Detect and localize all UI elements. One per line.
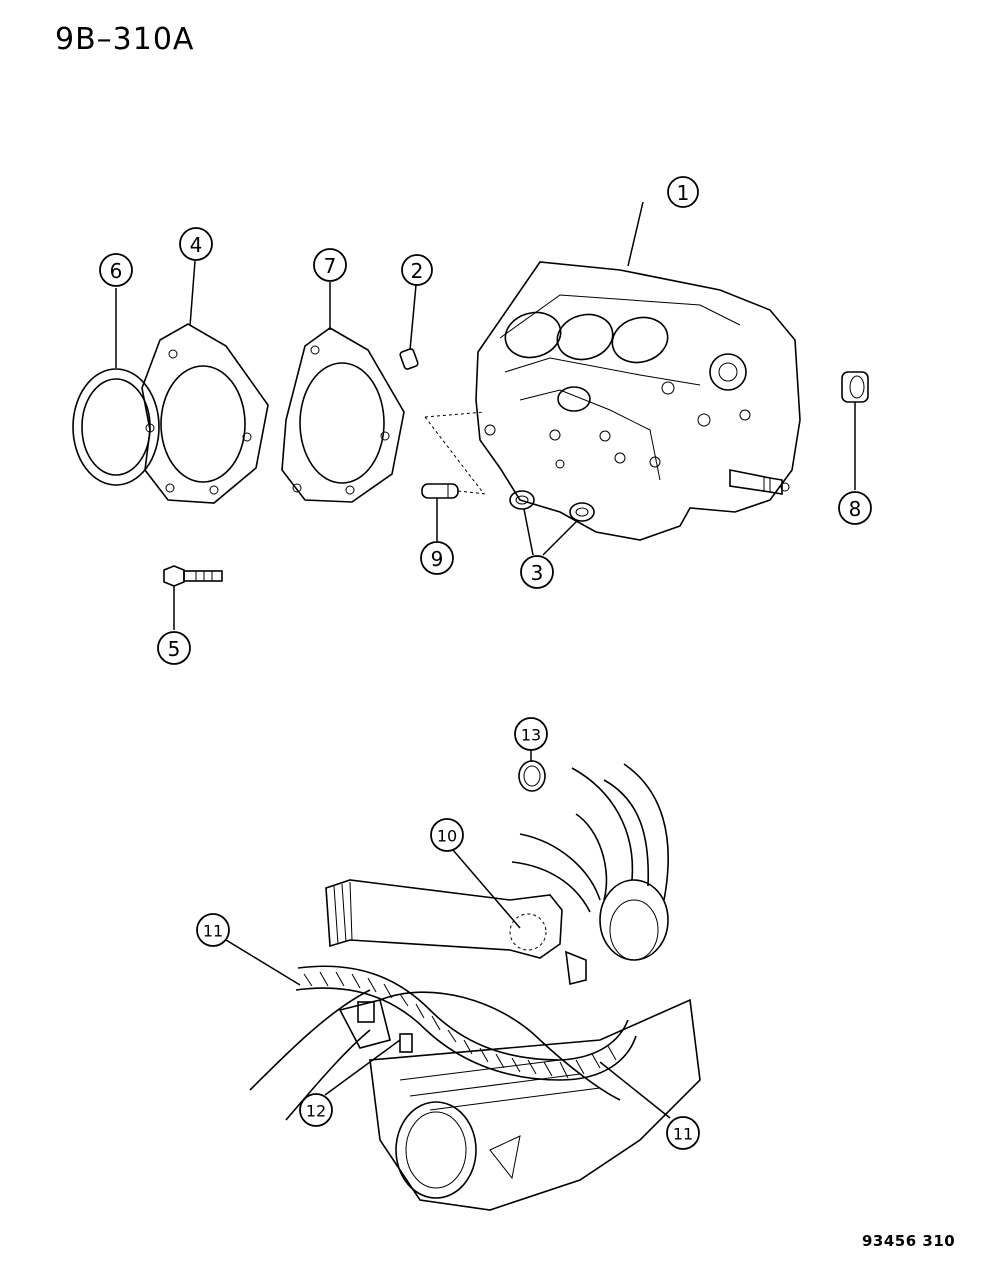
callout-6-label: 6 [110,259,123,283]
bolt [163,565,223,587]
engine-context-lines [249,763,669,1121]
o-ring [518,760,546,792]
callout-11-right: 11 [666,1116,700,1150]
callout-4-label: 4 [190,233,203,257]
core-plugs [509,490,595,522]
callout-5-label: 5 [168,637,181,661]
callout-8-label: 8 [849,497,862,521]
alignment-lines [424,411,487,495]
figure-code: 93456 310 [862,1232,956,1250]
callout-5: 5 [157,631,191,665]
dowel-pin [399,348,419,370]
callout-11-left: 11 [196,913,230,947]
callout-4: 4 [179,227,213,261]
engine-block [475,261,801,541]
callout-11-left-label: 11 [203,922,223,941]
page-code: 9B–310A [55,22,195,57]
callout-6: 6 [99,253,133,287]
callout-7-label: 7 [324,254,337,278]
callout-1-label: 1 [677,181,690,205]
callout-2: 2 [401,254,433,286]
coolant-tube [325,879,669,985]
callout-8: 8 [838,491,872,525]
callout-13-label: 13 [521,726,541,745]
cup-plug [841,371,869,403]
callout-9-label: 9 [431,547,444,571]
callout-12: 12 [299,1093,333,1127]
retainer-gasket [281,327,405,503]
callout-13: 13 [514,717,548,751]
leader-lines [115,201,856,1119]
intake-manifold [338,998,701,1211]
callout-3-label: 3 [531,561,544,585]
callout-9: 9 [420,541,454,575]
callout-2-label: 2 [411,259,424,283]
dowel-sleeve [421,483,459,499]
callout-11-right-label: 11 [673,1125,693,1144]
callout-7: 7 [313,248,347,282]
callout-1: 1 [667,176,699,208]
callout-12-label: 12 [306,1102,326,1121]
seal-retainer-plate [141,323,269,504]
callout-10-label: 10 [437,827,457,846]
callout-3: 3 [520,555,554,589]
callout-10: 10 [430,818,464,852]
wiring-harness [295,965,637,1101]
